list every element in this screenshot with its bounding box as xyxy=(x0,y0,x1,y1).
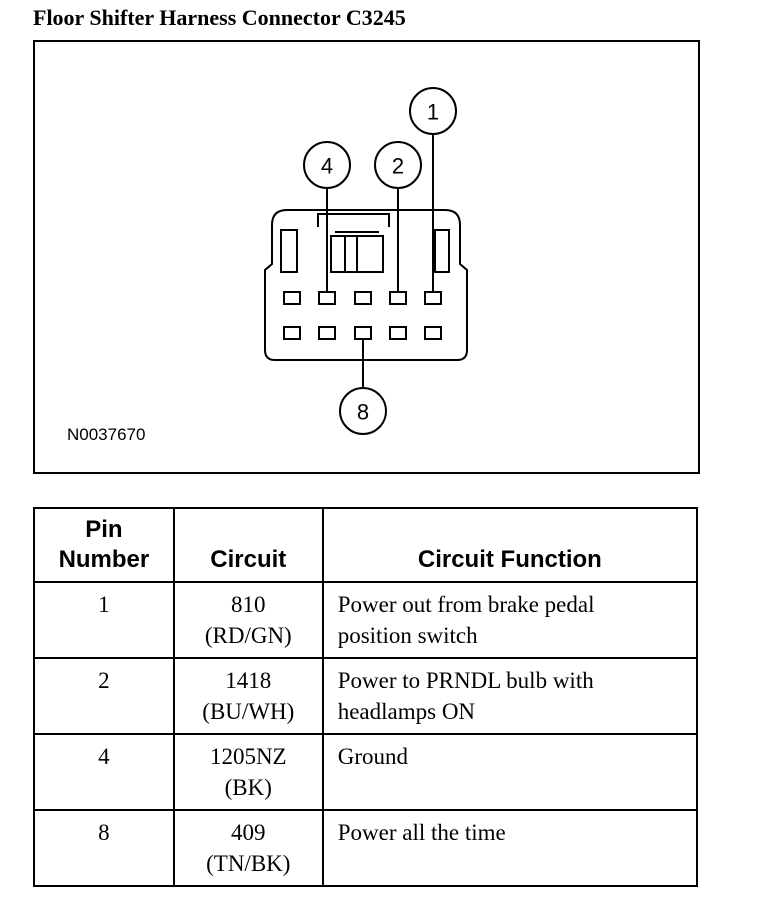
right-latch xyxy=(434,229,450,273)
circuit-number: 810 xyxy=(231,592,266,617)
circuit-cell: 810 (RD/GN) xyxy=(172,581,324,659)
callout-label-1: 1 xyxy=(427,100,439,125)
circuit-cell: 409 (TN/BK) xyxy=(172,809,324,887)
wire-color: (RD/GN) xyxy=(204,623,292,648)
pin-cavities-top-row xyxy=(283,291,442,305)
circuit-cell: 1418 (BU/WH) xyxy=(172,657,324,735)
circuit-number: 1418 xyxy=(225,668,272,693)
circuit-function-cell: Power to PRNDL bulb with headlamps ON xyxy=(321,657,699,735)
pin-number-cell: 4 xyxy=(33,733,175,811)
top-notch xyxy=(317,213,390,227)
header-circuit-function: Circuit Function xyxy=(321,507,699,583)
circuit-function-cell: Power all the time xyxy=(321,809,699,887)
table-row: 4 1205NZ (BK) Ground xyxy=(33,733,699,811)
callout-circle-1 xyxy=(409,87,457,135)
circuit-number: 409 xyxy=(231,820,266,845)
connector-drawing: 1 4 2 8 xyxy=(264,87,468,435)
pin-table: Pin Number Circuit Circuit Function 1 81… xyxy=(33,507,699,887)
circuit-cell: 1205NZ (BK) xyxy=(172,733,324,811)
table-row: 1 810 (RD/GN) Power out from brake pedal… xyxy=(33,581,699,659)
header-circuit: Circuit xyxy=(172,507,324,583)
header-pin-number: Pin Number xyxy=(33,507,175,583)
circuit-function-cell: Power out from brake pedal position swit… xyxy=(321,581,699,659)
table-row: 8 409 (TN/BK) Power all the time xyxy=(33,809,699,887)
pin-cavities-bottom-row xyxy=(283,326,442,340)
pin-number-cell: 8 xyxy=(33,809,175,887)
left-latch xyxy=(280,229,298,273)
callout-label-2: 2 xyxy=(392,154,404,179)
callout-label-4: 4 xyxy=(321,154,333,179)
circuit-function-cell: Ground xyxy=(321,733,699,811)
wire-color: (BK) xyxy=(224,775,272,800)
center-lock-tab xyxy=(330,235,384,273)
pin-number-cell: 1 xyxy=(33,581,175,659)
callout-circle-8 xyxy=(339,387,387,435)
table-row: 2 1418 (BU/WH) Power to PRNDL bulb with … xyxy=(33,657,699,735)
wire-color: (TN/BK) xyxy=(206,851,291,876)
pin-number-cell: 2 xyxy=(33,657,175,735)
callout-label-8: 8 xyxy=(357,400,369,425)
connector-figure: 1 4 2 8 N0037670 xyxy=(33,40,700,474)
connector-housing xyxy=(264,209,468,361)
figure-reference-id: N0037670 xyxy=(67,425,146,444)
circuit-number: 1205NZ xyxy=(209,744,287,769)
diagram-title: Floor Shifter Harness Connector C3245 xyxy=(33,5,406,30)
callout-circle-4 xyxy=(303,141,351,189)
callout-circle-2 xyxy=(374,141,422,189)
wire-color: (BU/WH) xyxy=(202,699,295,724)
table-header-row: Pin Number Circuit Circuit Function xyxy=(33,507,699,583)
